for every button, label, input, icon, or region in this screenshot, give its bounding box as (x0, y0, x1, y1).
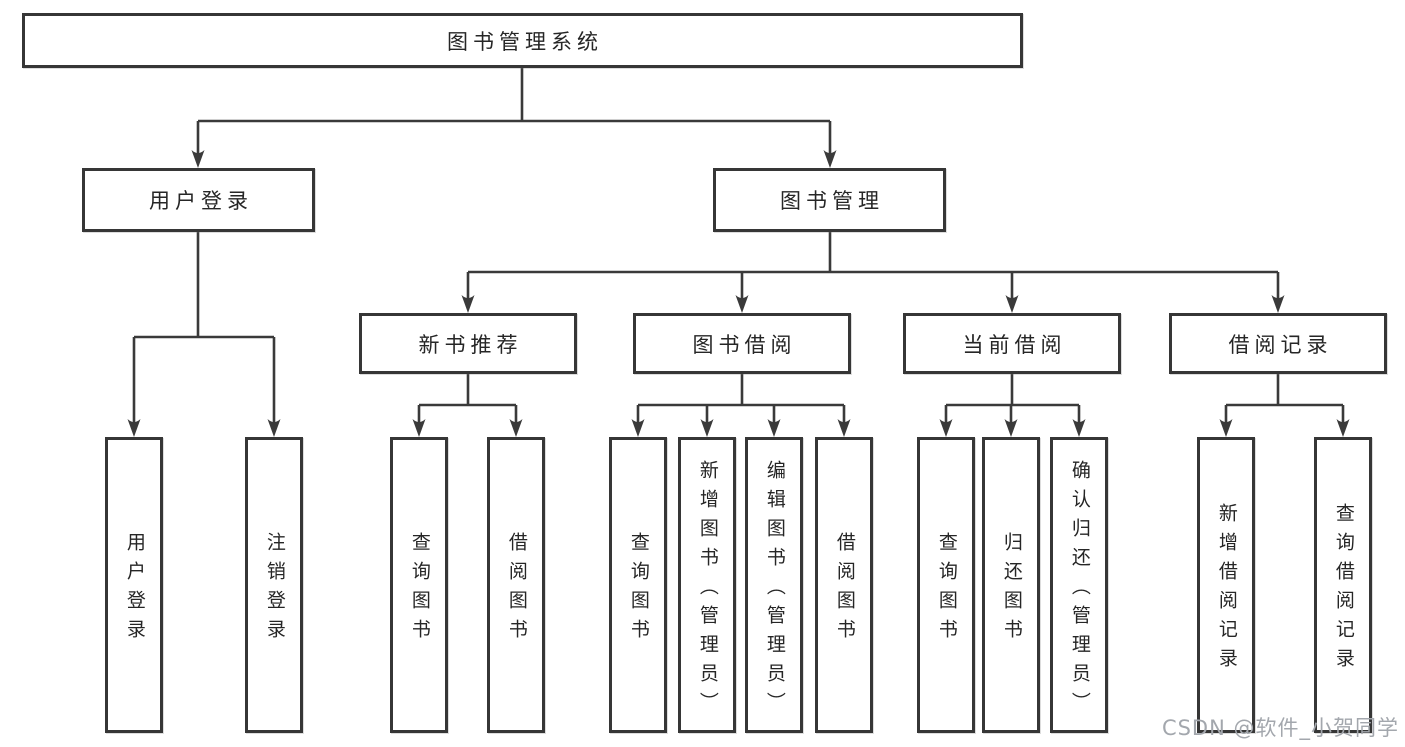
connector-user-login-children (132, 232, 276, 425)
node-user-login: 用户登录 (82, 168, 315, 232)
leaf-user-login: 用户登录 (105, 437, 163, 733)
node-book-management: 图书管理 (713, 168, 946, 232)
node-root-label: 图书管理系统 (447, 29, 603, 54)
leaf-recommend-borrow-books-label: 借阅图书 (505, 532, 528, 648)
leaf-borrow-books: 借阅图书 (815, 437, 873, 733)
leaf-current-query-books: 查询图书 (917, 437, 975, 733)
node-new-book-recommend: 新书推荐 (359, 313, 577, 374)
leaf-borrow-books-label: 借阅图书 (833, 532, 856, 648)
node-root: 图书管理系统 (22, 13, 1023, 68)
leaf-return-book: 归还图书 (982, 437, 1040, 733)
leaf-borrow-query-books-label: 查询图书 (627, 532, 650, 648)
leaf-user-login-label: 用户登录 (123, 532, 146, 648)
node-borrow-records: 借阅记录 (1169, 313, 1387, 374)
leaf-add-borrow-record-label: 新增借阅记录 (1215, 503, 1238, 677)
connector-current-borrow-children (944, 374, 1081, 425)
leaf-recommend-query-books: 查询图书 (390, 437, 448, 733)
leaf-edit-book-admin-label: 编辑图书（管理员） (763, 459, 786, 721)
leaf-recommend-borrow-books: 借阅图书 (487, 437, 545, 733)
node-borrow-records-label: 借阅记录 (1228, 332, 1333, 357)
node-book-borrow: 图书借阅 (633, 313, 851, 374)
leaf-current-query-books-label: 查询图书 (935, 532, 958, 648)
leaf-confirm-return-admin-label: 确认归还（管理员） (1068, 459, 1091, 721)
leaf-return-book-label: 归还图书 (1000, 532, 1023, 648)
leaf-query-borrow-record: 查询借阅记录 (1314, 437, 1372, 733)
node-user-login-label: 用户登录 (149, 189, 253, 213)
leaf-borrow-query-books: 查询图书 (609, 437, 667, 733)
connector-root-to-level2 (196, 68, 832, 156)
leaf-add-book-admin: 新增图书（管理员） (678, 437, 736, 733)
leaf-edit-book-admin: 编辑图书（管理员） (745, 437, 803, 733)
leaf-logout: 注销登录 (245, 437, 303, 733)
node-new-book-recommend-label: 新书推荐 (418, 332, 523, 357)
connector-book-borrow-children (636, 374, 846, 425)
leaf-confirm-return-admin: 确认归还（管理员） (1050, 437, 1108, 733)
node-book-borrow-label: 图书借阅 (692, 332, 797, 357)
leaf-query-borrow-record-label: 查询借阅记录 (1332, 503, 1355, 677)
node-book-management-label: 图书管理 (780, 189, 884, 213)
leaf-add-borrow-record: 新增借阅记录 (1197, 437, 1255, 733)
leaf-logout-label: 注销登录 (263, 532, 286, 648)
leaf-recommend-query-books-label: 查询图书 (408, 532, 431, 648)
connector-new-book-recommend-children (417, 374, 518, 425)
node-current-borrow-label: 当前借阅 (962, 332, 1067, 357)
connector-book-management-children (466, 232, 1280, 301)
leaf-add-book-admin-label: 新增图书（管理员） (696, 459, 719, 721)
connector-borrow-records-children (1224, 374, 1345, 425)
watermark: CSDN @软件_小贺同学 (1161, 716, 1399, 740)
node-current-borrow: 当前借阅 (903, 313, 1121, 374)
